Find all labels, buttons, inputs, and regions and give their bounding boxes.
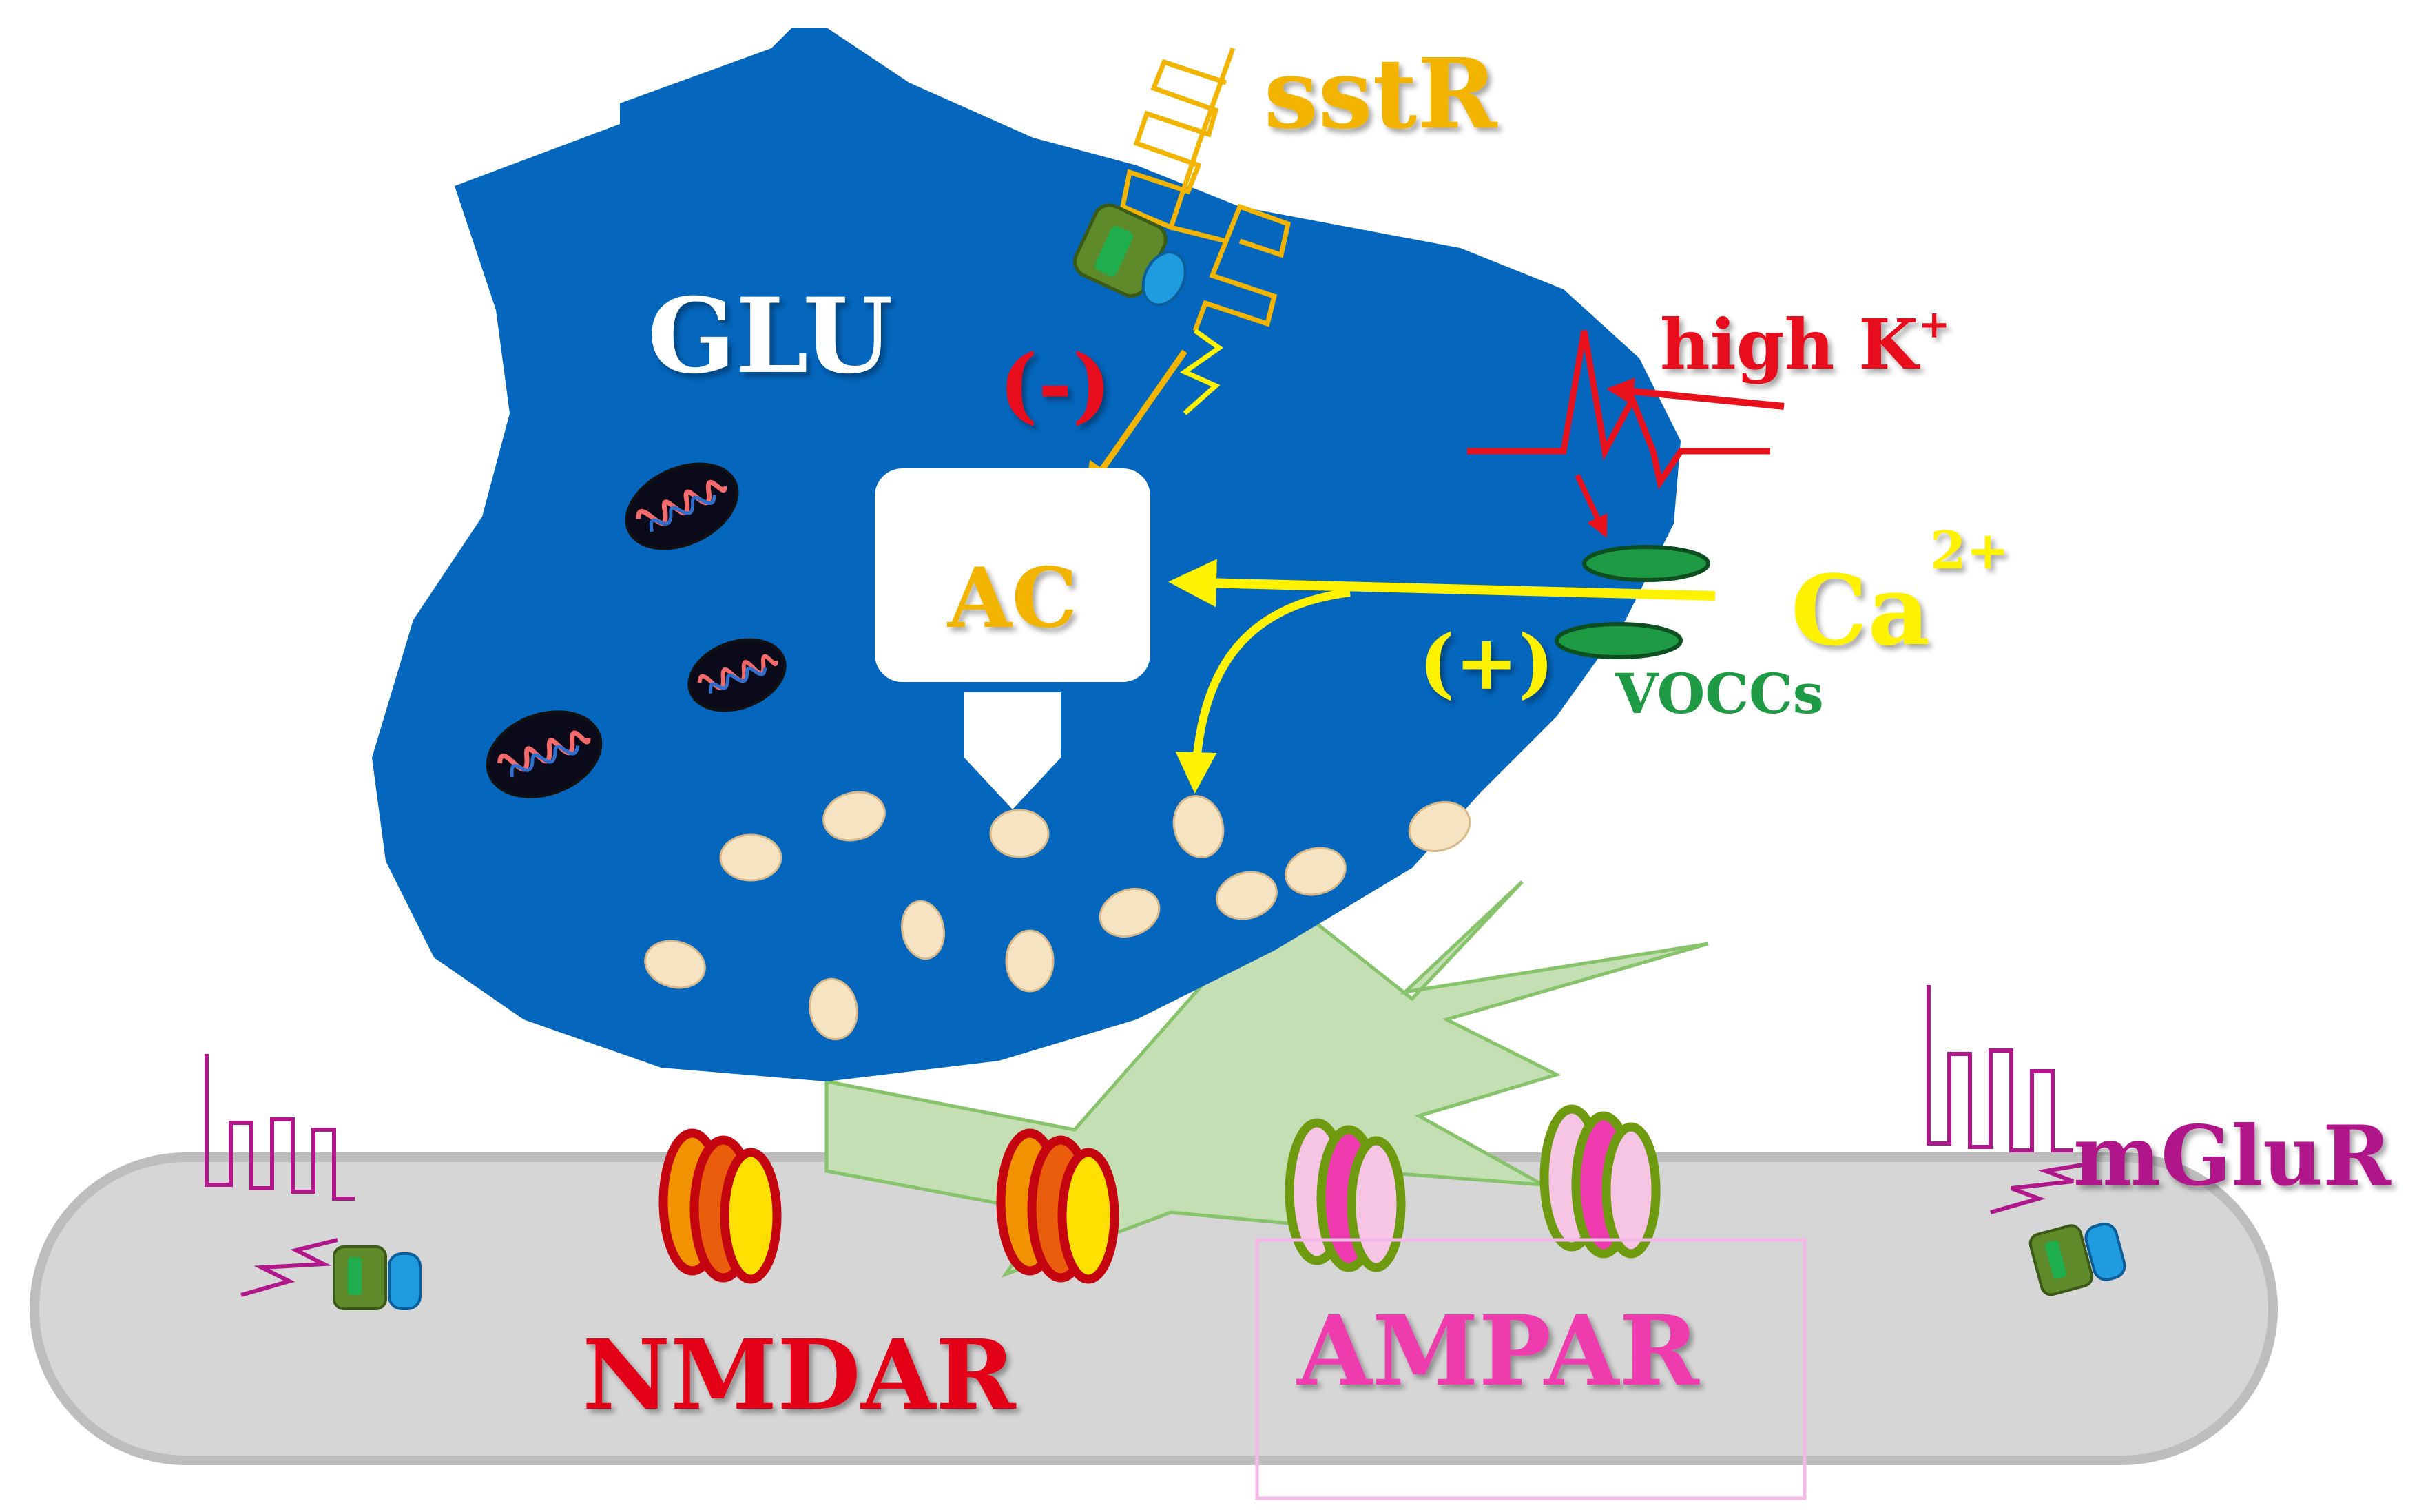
receptor-serpentine-icon: [205, 1054, 355, 1297]
inhibition-label: (-): [999, 336, 1111, 433]
ion-channel-icon: [1539, 1104, 1661, 1259]
ion-channel-icon: [658, 1128, 782, 1284]
ac-label: AC: [947, 550, 1078, 647]
ion-channel-icon: [996, 1128, 1119, 1284]
vesicle-icon: [1285, 847, 1347, 896]
vesicle-icon: [901, 900, 945, 960]
ion-channel-icon: [1285, 1118, 1406, 1272]
ion-channel-icon: [1582, 545, 1710, 582]
vesicle-icon: [1172, 795, 1225, 858]
vesicle-icon: [1216, 871, 1278, 920]
vesicle-icon: [989, 809, 1050, 858]
ac-output-pointer: [964, 692, 1061, 809]
mitochondrion-icon: [486, 710, 603, 798]
vesicle-icon: [1099, 888, 1161, 938]
g-protein-icon: [2028, 1222, 2126, 1296]
sstr-label: sstR: [1264, 38, 1498, 151]
calcium-arrow-to-vesicles: [1175, 588, 1351, 794]
vocc-label: VOCCs: [1615, 661, 1824, 726]
ion-channel-icon: [1555, 622, 1683, 659]
ampar-label: AMPAR: [1296, 1295, 1700, 1408]
ampar-highlight-box: [1255, 1238, 1807, 1500]
g-protein-icon: [333, 1245, 422, 1310]
calcium-label: Ca2+: [1791, 520, 2009, 667]
high-k-arrow: [1606, 377, 1785, 410]
nmdar-label: NMDAR: [582, 1319, 1017, 1432]
vesicle-icon: [719, 833, 782, 882]
vesicle-icon: [809, 977, 858, 1041]
adenylyl-cyclase-box: [875, 468, 1150, 682]
calcium-arrow-to-ac: [1168, 559, 1716, 608]
mitochondrion-icon: [687, 638, 787, 712]
activation-label: (+): [1419, 618, 1554, 707]
mitochondrion-icon: [625, 462, 739, 550]
vesicle-icon: [644, 940, 706, 989]
spike-to-channel-arrow: [1575, 474, 1608, 538]
vesicle-icon: [1005, 929, 1055, 993]
inhibition-arrow: [1084, 349, 1187, 495]
terminal-label: GLU: [647, 276, 893, 397]
mglur-label: mGluR: [2073, 1108, 2392, 1205]
high-k-label: high K+: [1660, 302, 1950, 385]
vesicle-icon: [1408, 801, 1471, 852]
vesicle-group: [644, 791, 1471, 1041]
receptor-serpentine-icon: [1927, 985, 2088, 1214]
g-protein-icon: [1073, 203, 1187, 307]
vesicle-icon: [822, 791, 886, 842]
receptor-serpentine-icon: [1120, 47, 1291, 415]
